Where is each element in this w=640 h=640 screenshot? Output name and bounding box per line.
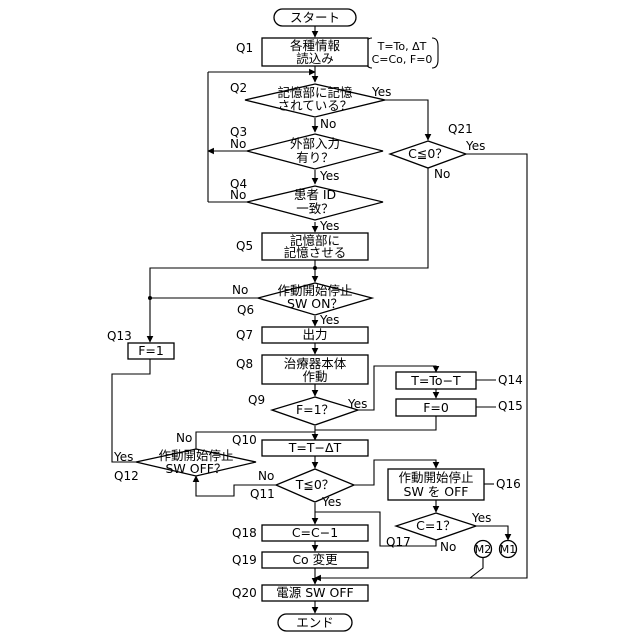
step-q1-read-info: 各種情報 読込み Q1 T=To, ΔT C=Co, F=0 bbox=[236, 38, 432, 66]
q11-yes: Yes bbox=[321, 495, 341, 509]
q8-step-label: Q8 bbox=[236, 357, 253, 371]
q12-line2: SW OFF？ bbox=[166, 461, 227, 476]
step-q18-decrement-c: C=C−1 Q18 bbox=[232, 525, 368, 541]
q2-line2: されている？ bbox=[278, 98, 353, 113]
q18-text: C=C−1 bbox=[292, 525, 338, 540]
q19-step-label: Q19 bbox=[232, 553, 257, 567]
q19-text: Co 変更 bbox=[292, 552, 338, 567]
q1-note-line2: C=Co, F=0 bbox=[372, 53, 433, 66]
q14-text: T=To−T bbox=[410, 373, 461, 388]
q7-step-label: Q7 bbox=[236, 328, 253, 342]
q20-step-label: Q20 bbox=[232, 586, 257, 600]
decision-q21-c-le-0: C≦0？ Q21 Yes No bbox=[390, 122, 485, 181]
q9-yes: Yes bbox=[347, 397, 367, 411]
q13-step-label: Q13 bbox=[107, 329, 132, 343]
q4-line1: 患者 ID bbox=[294, 187, 336, 202]
q3-line1: 外部入力 bbox=[290, 136, 340, 151]
q21-step-label: Q21 bbox=[448, 122, 473, 136]
start-terminal: スタート bbox=[274, 9, 356, 26]
m1-label: M1 bbox=[500, 543, 517, 556]
step-q8-operate: 治療器本体 作動 Q8 bbox=[236, 355, 368, 384]
start-label: スタート bbox=[290, 10, 340, 25]
q9-step-label: Q9 bbox=[248, 393, 265, 407]
q1-note-line1: T=To, ΔT bbox=[377, 40, 427, 53]
q21-text: C≦0？ bbox=[408, 146, 448, 161]
q20-text: 電源 SW OFF bbox=[276, 585, 353, 600]
q16-step-label: Q16 bbox=[496, 477, 521, 491]
q21-yes: Yes bbox=[465, 139, 485, 153]
q21-no: No bbox=[434, 167, 450, 181]
q6-line2: SW ON？ bbox=[287, 296, 343, 311]
q3-no: No bbox=[230, 137, 246, 151]
decision-q4-patient-id: 患者 ID 一致？ Q4 No Yes bbox=[230, 177, 383, 233]
q12-step-label: Q12 bbox=[114, 469, 139, 483]
q16-line1: 作動開始停止 bbox=[398, 470, 473, 485]
q12-no: No bbox=[258, 469, 274, 483]
q3-yes: Yes bbox=[319, 169, 339, 183]
q4-yes: Yes bbox=[319, 219, 339, 233]
step-q16-sw-off: 作動開始停止 SW を OFF Q16 bbox=[388, 469, 521, 500]
step-q15-f0: F=0 Q15 bbox=[396, 399, 523, 416]
q10-step-label: Q10 bbox=[232, 433, 257, 447]
q7-text: 出力 bbox=[302, 327, 327, 342]
q3-line2: 有り？ bbox=[296, 150, 334, 165]
step-q19-change-co: Co 変更 Q19 bbox=[232, 552, 368, 568]
q5-step-label: Q5 bbox=[236, 239, 253, 253]
q11-text: T≦0？ bbox=[295, 477, 335, 492]
q9-no: No bbox=[176, 431, 192, 445]
decision-q3-external-input: 外部入力 有り？ Q3 No Yes bbox=[230, 125, 383, 183]
step-q7-output: 出力 Q7 bbox=[236, 327, 368, 343]
q6-no: No bbox=[232, 283, 248, 297]
q8-line2: 作動 bbox=[302, 369, 327, 384]
connector-m2: M2 bbox=[475, 541, 492, 558]
step-q20-power-off: 電源 SW OFF Q20 bbox=[232, 585, 368, 601]
q18-step-label: Q18 bbox=[232, 526, 257, 540]
q5-line2: 記憶させる bbox=[284, 245, 347, 260]
m2-label: M2 bbox=[475, 543, 492, 556]
step-q10-decrement-t: T=T−ΔT Q10 bbox=[232, 433, 368, 456]
q12-yes: Yes bbox=[113, 450, 133, 464]
q9-text: F=1？ bbox=[296, 402, 334, 417]
q15-text: F=0 bbox=[423, 400, 449, 415]
q2-yes: Yes bbox=[371, 85, 391, 99]
decision-q2-stored: 記憶部に記憶 されている？ Q2 Yes No bbox=[230, 81, 391, 131]
step-q5-store: 記憶部に 記憶させる Q5 bbox=[236, 233, 368, 260]
step-q14-t-reset: T=To−T Q14 bbox=[396, 372, 523, 389]
end-label: エンド bbox=[296, 615, 334, 630]
q17-text: C=1？ bbox=[416, 518, 456, 533]
q15-step-label: Q15 bbox=[498, 399, 523, 413]
q17-no: No bbox=[440, 540, 456, 554]
q4-no: No bbox=[230, 188, 246, 202]
q6-yes: Yes bbox=[319, 313, 339, 327]
connector-m1: M1 bbox=[500, 541, 517, 558]
q2-step-label: Q2 bbox=[230, 81, 247, 95]
decision-q9-f1: F=1？ Q9 Yes No bbox=[176, 393, 367, 445]
q10-text: T=T−ΔT bbox=[288, 440, 342, 455]
q14-step-label: Q14 bbox=[498, 373, 523, 387]
q1-line2: 読込み bbox=[296, 51, 334, 66]
q16-line2: SW を OFF bbox=[404, 484, 469, 499]
q6-step-label: Q6 bbox=[237, 303, 254, 317]
end-terminal: エンド bbox=[278, 614, 352, 631]
q17-yes: Yes bbox=[471, 511, 491, 525]
q11-step-label: Q11 bbox=[250, 487, 275, 501]
q17-step-label: Q17 bbox=[386, 535, 411, 549]
decision-q6-sw-on: 作動開始停止 SW ON？ Q6 No Yes bbox=[232, 283, 372, 327]
step-q13-f1: F=1 Q13 bbox=[107, 329, 174, 359]
decision-q12-sw-off: 作動開始停止 SW OFF？ Q12 Yes No bbox=[113, 448, 274, 483]
q4-line2: 一致？ bbox=[296, 201, 334, 216]
q13-text: F=1 bbox=[138, 343, 164, 358]
q2-no: No bbox=[320, 117, 336, 131]
q1-step-label: Q1 bbox=[236, 41, 253, 55]
